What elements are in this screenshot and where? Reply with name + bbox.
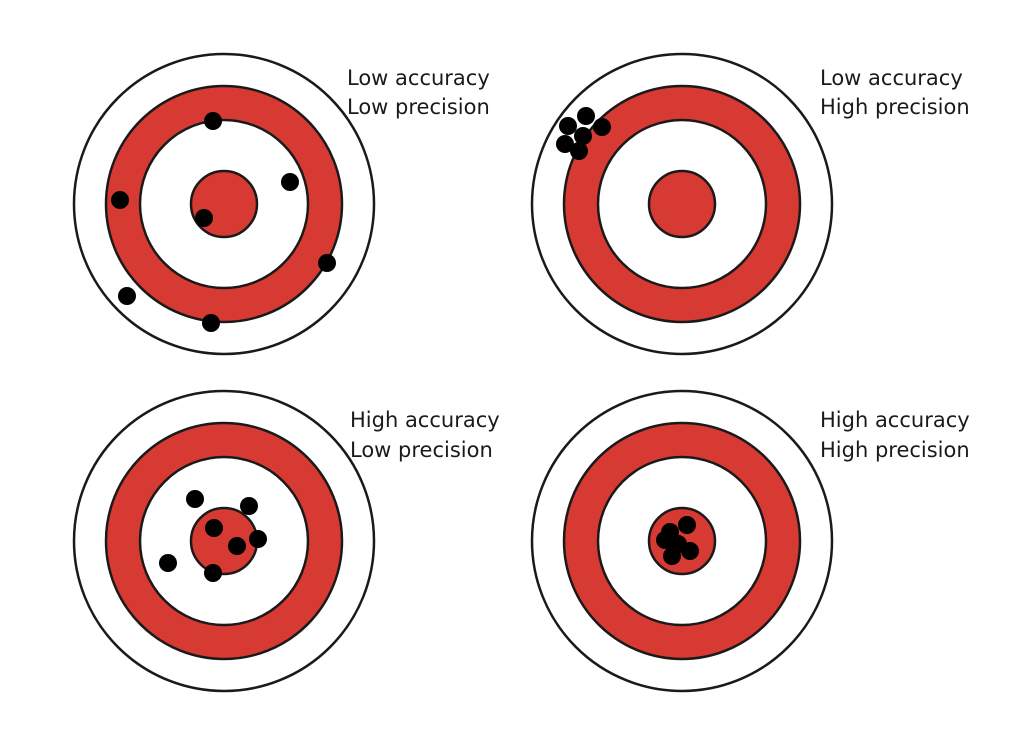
target-low-accuracy-low-precision: Low accuracy Low precision bbox=[72, 52, 496, 356]
shot-marks bbox=[656, 516, 699, 565]
shot-mark bbox=[577, 107, 595, 125]
bullseye bbox=[647, 169, 717, 239]
shot-marks bbox=[111, 112, 336, 332]
target-label: High accuracy High precision bbox=[820, 408, 976, 462]
shot-mark bbox=[663, 547, 681, 565]
shot-marks bbox=[159, 490, 267, 582]
shot-mark bbox=[202, 314, 220, 332]
label-line-precision: High precision bbox=[820, 438, 970, 462]
shot-mark bbox=[318, 254, 336, 272]
shot-mark bbox=[593, 118, 611, 136]
shot-mark bbox=[240, 497, 258, 515]
target-high-accuracy-low-precision: High accuracy Low precision bbox=[72, 389, 506, 693]
shot-mark bbox=[186, 490, 204, 508]
target-low-accuracy-high-precision: Low accuracy High precision bbox=[530, 52, 970, 356]
bullseye bbox=[189, 169, 259, 239]
label-line-accuracy: High accuracy bbox=[820, 408, 970, 432]
shot-mark bbox=[111, 191, 129, 209]
target-label: Low accuracy High precision bbox=[820, 66, 970, 119]
label-line-accuracy: Low accuracy bbox=[347, 66, 490, 90]
label-line-precision: High precision bbox=[820, 95, 970, 119]
label-line-accuracy: Low accuracy bbox=[820, 66, 963, 90]
shot-mark bbox=[681, 542, 699, 560]
target-label: Low accuracy Low precision bbox=[347, 66, 496, 119]
shot-mark bbox=[204, 564, 222, 582]
label-line-precision: Low precision bbox=[350, 438, 493, 462]
shot-marks bbox=[556, 107, 611, 160]
target-label: High accuracy Low precision bbox=[350, 408, 506, 462]
shot-mark bbox=[556, 135, 574, 153]
label-line-accuracy: High accuracy bbox=[350, 408, 500, 432]
shot-mark bbox=[281, 173, 299, 191]
shot-mark bbox=[159, 554, 177, 572]
target-high-accuracy-high-precision: High accuracy High precision bbox=[530, 389, 976, 693]
shot-mark bbox=[249, 530, 267, 548]
shot-mark bbox=[195, 209, 213, 227]
shot-mark bbox=[574, 127, 592, 145]
shot-mark bbox=[204, 112, 222, 130]
label-line-precision: Low precision bbox=[347, 95, 490, 119]
shot-mark bbox=[678, 516, 696, 534]
shot-mark bbox=[118, 287, 136, 305]
bullseye bbox=[189, 506, 259, 576]
shot-mark bbox=[559, 117, 577, 135]
shot-mark bbox=[205, 519, 223, 537]
shot-mark bbox=[228, 537, 246, 555]
shot-mark bbox=[570, 142, 588, 160]
